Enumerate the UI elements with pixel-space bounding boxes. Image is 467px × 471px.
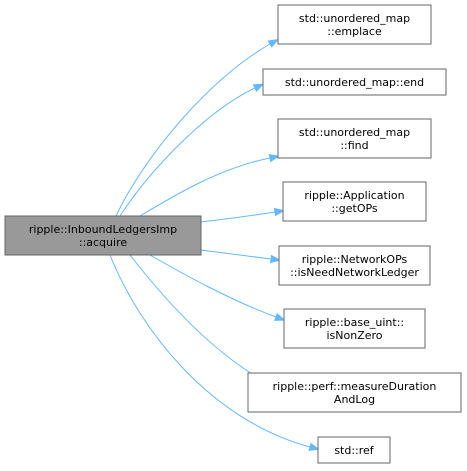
node-emplace[interactable]: std::unordered_map::emplace [277, 4, 432, 45]
arrowhead-isneednetworkledger [269, 254, 282, 264]
node-ref[interactable]: std::ref [317, 436, 391, 464]
node-acquire-box [4, 215, 202, 256]
edge-to-find [139, 157, 271, 217]
arrowhead-isnonzero [274, 312, 286, 321]
node-acquire[interactable]: ripple::InboundLedgersImp::acquire [4, 215, 202, 256]
node-acquire-label-line-1: ripple::InboundLedgersImp [29, 223, 177, 236]
node-isnonzero[interactable]: ripple::base_uint::isNonZero [283, 308, 426, 349]
node-measuredurationandlog-label-line-2: AndLog [334, 393, 375, 406]
graph-nodes: ripple::InboundLedgersImp::acquire std::u… [4, 4, 462, 464]
node-getops-label-line-1: ripple::Application [304, 189, 404, 202]
node-find-label-line-1: std::unordered_map [299, 126, 410, 139]
node-getops-box [282, 181, 427, 222]
node-isnonzero-label-line-2: isNonZero [326, 329, 382, 342]
arrowhead-getops [273, 207, 286, 217]
node-emplace-box [277, 4, 432, 45]
arrowhead-emplace [267, 38, 280, 48]
arrowhead-find [268, 153, 281, 163]
node-isnonzero-label-line-1: ripple::base_uint:: [305, 316, 404, 329]
edge-to-measuredurationandlog [129, 254, 263, 381]
arrowhead-end [252, 83, 265, 93]
node-getops-label-line-2: ::getOPs [331, 202, 378, 215]
node-end-box [262, 68, 447, 96]
node-emplace-label-line-1: std::unordered_map [299, 12, 410, 25]
edge-to-getops [200, 211, 276, 223]
node-isnonzero-box [283, 308, 426, 349]
edge-to-ref [109, 254, 311, 448]
node-measuredurationandlog-box [247, 372, 462, 413]
node-emplace-label-line-2: ::emplace [327, 25, 382, 38]
edge-to-isnonzero [149, 254, 277, 318]
node-end-label-line-1: std::unordered_map::end [285, 76, 424, 89]
node-isneednetworkledger-label-line-1: ripple::NetworkOPs [302, 253, 408, 266]
node-find-label-line-2: ::find [340, 139, 368, 152]
node-find-box [277, 118, 432, 159]
node-measuredurationandlog-label-line-1: ripple::perf::measureDuration [273, 380, 437, 393]
edge-to-end [119, 87, 256, 217]
edge-to-emplace [115, 43, 271, 217]
node-isneednetworkledger-box [278, 245, 431, 286]
node-ref-box [317, 436, 391, 464]
node-find[interactable]: std::unordered_map::find [277, 118, 432, 159]
node-acquire-label-line-2: ::acquire [79, 236, 127, 249]
node-end[interactable]: std::unordered_map::end [262, 68, 447, 96]
arrowhead-ref [308, 442, 321, 451]
node-isneednetworkledger[interactable]: ripple::NetworkOPs::isNeedNetworkLedger [278, 245, 431, 286]
node-getops[interactable]: ripple::Application::getOPs [282, 181, 427, 222]
edge-to-isneednetworkledger [200, 249, 272, 260]
node-ref-label-line-1: std::ref [334, 444, 374, 457]
node-isneednetworkledger-label-line-2: ::isNeedNetworkLedger [290, 266, 419, 279]
